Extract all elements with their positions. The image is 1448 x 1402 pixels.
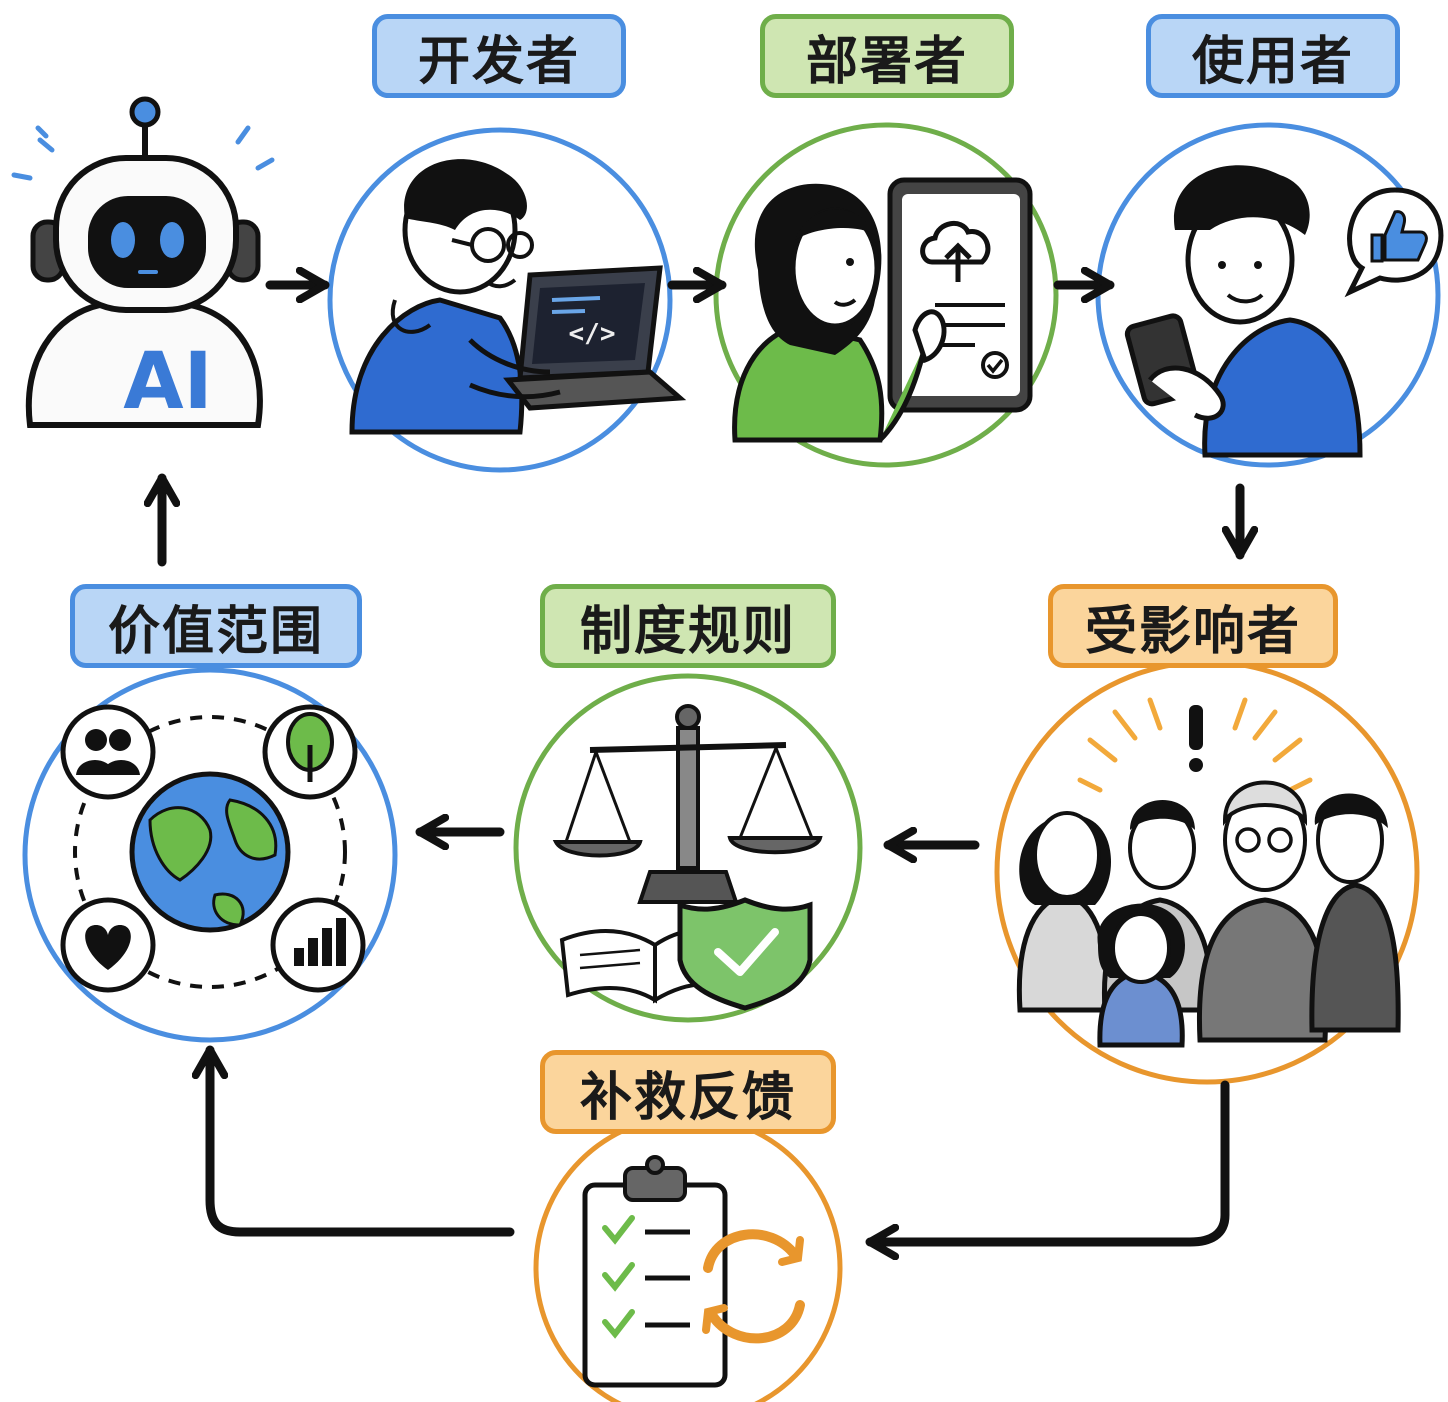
dashed-orbit xyxy=(73,715,347,989)
deployer-illustration xyxy=(732,177,1033,443)
refresh-cycle-icon xyxy=(702,1229,805,1344)
rules-illustration xyxy=(552,704,823,1011)
affected-illustration xyxy=(1016,697,1401,1048)
robot-chest-text: AI xyxy=(123,337,212,427)
thumbs-up-bubble-icon xyxy=(1344,187,1444,298)
shield-check-icon xyxy=(677,897,813,1011)
values-illustration xyxy=(60,704,366,993)
laptop-icon: </> xyxy=(503,265,687,411)
developer-label: 开发者 xyxy=(372,14,626,98)
ai-robot: AI xyxy=(11,96,275,428)
tablet-icon xyxy=(887,177,1033,413)
tree-icon xyxy=(262,704,358,800)
rules-label: 制度规则 xyxy=(540,584,836,668)
globe-icon xyxy=(129,771,291,933)
remedy-label: 补救反馈 xyxy=(540,1050,836,1134)
user-illustration xyxy=(1124,165,1444,458)
alert-icon xyxy=(1189,705,1203,772)
clipboard-checklist-icon xyxy=(582,1155,728,1388)
flow-arrows xyxy=(162,285,1240,1242)
affected-label: 受影响者 xyxy=(1048,584,1338,668)
signal-lines-left xyxy=(11,125,55,181)
scales-of-justice-icon xyxy=(552,704,823,904)
signal-lines-right xyxy=(235,125,275,171)
arrow-remedy-to-values xyxy=(210,1045,515,1237)
arrow-affected-to-remedy xyxy=(865,1080,1230,1242)
people-icon xyxy=(60,704,156,800)
deployer-label: 部署者 xyxy=(760,14,1014,98)
values-label: 价值范围 xyxy=(70,584,362,668)
alert-rays xyxy=(1077,697,1313,793)
svg-text:</>: </> xyxy=(569,319,616,349)
user-label: 使用者 xyxy=(1146,14,1400,98)
bar-chart-icon xyxy=(270,897,366,993)
heart-icon xyxy=(60,897,156,993)
remedy-illustration xyxy=(582,1155,805,1388)
developer-illustration: </> xyxy=(349,159,687,435)
